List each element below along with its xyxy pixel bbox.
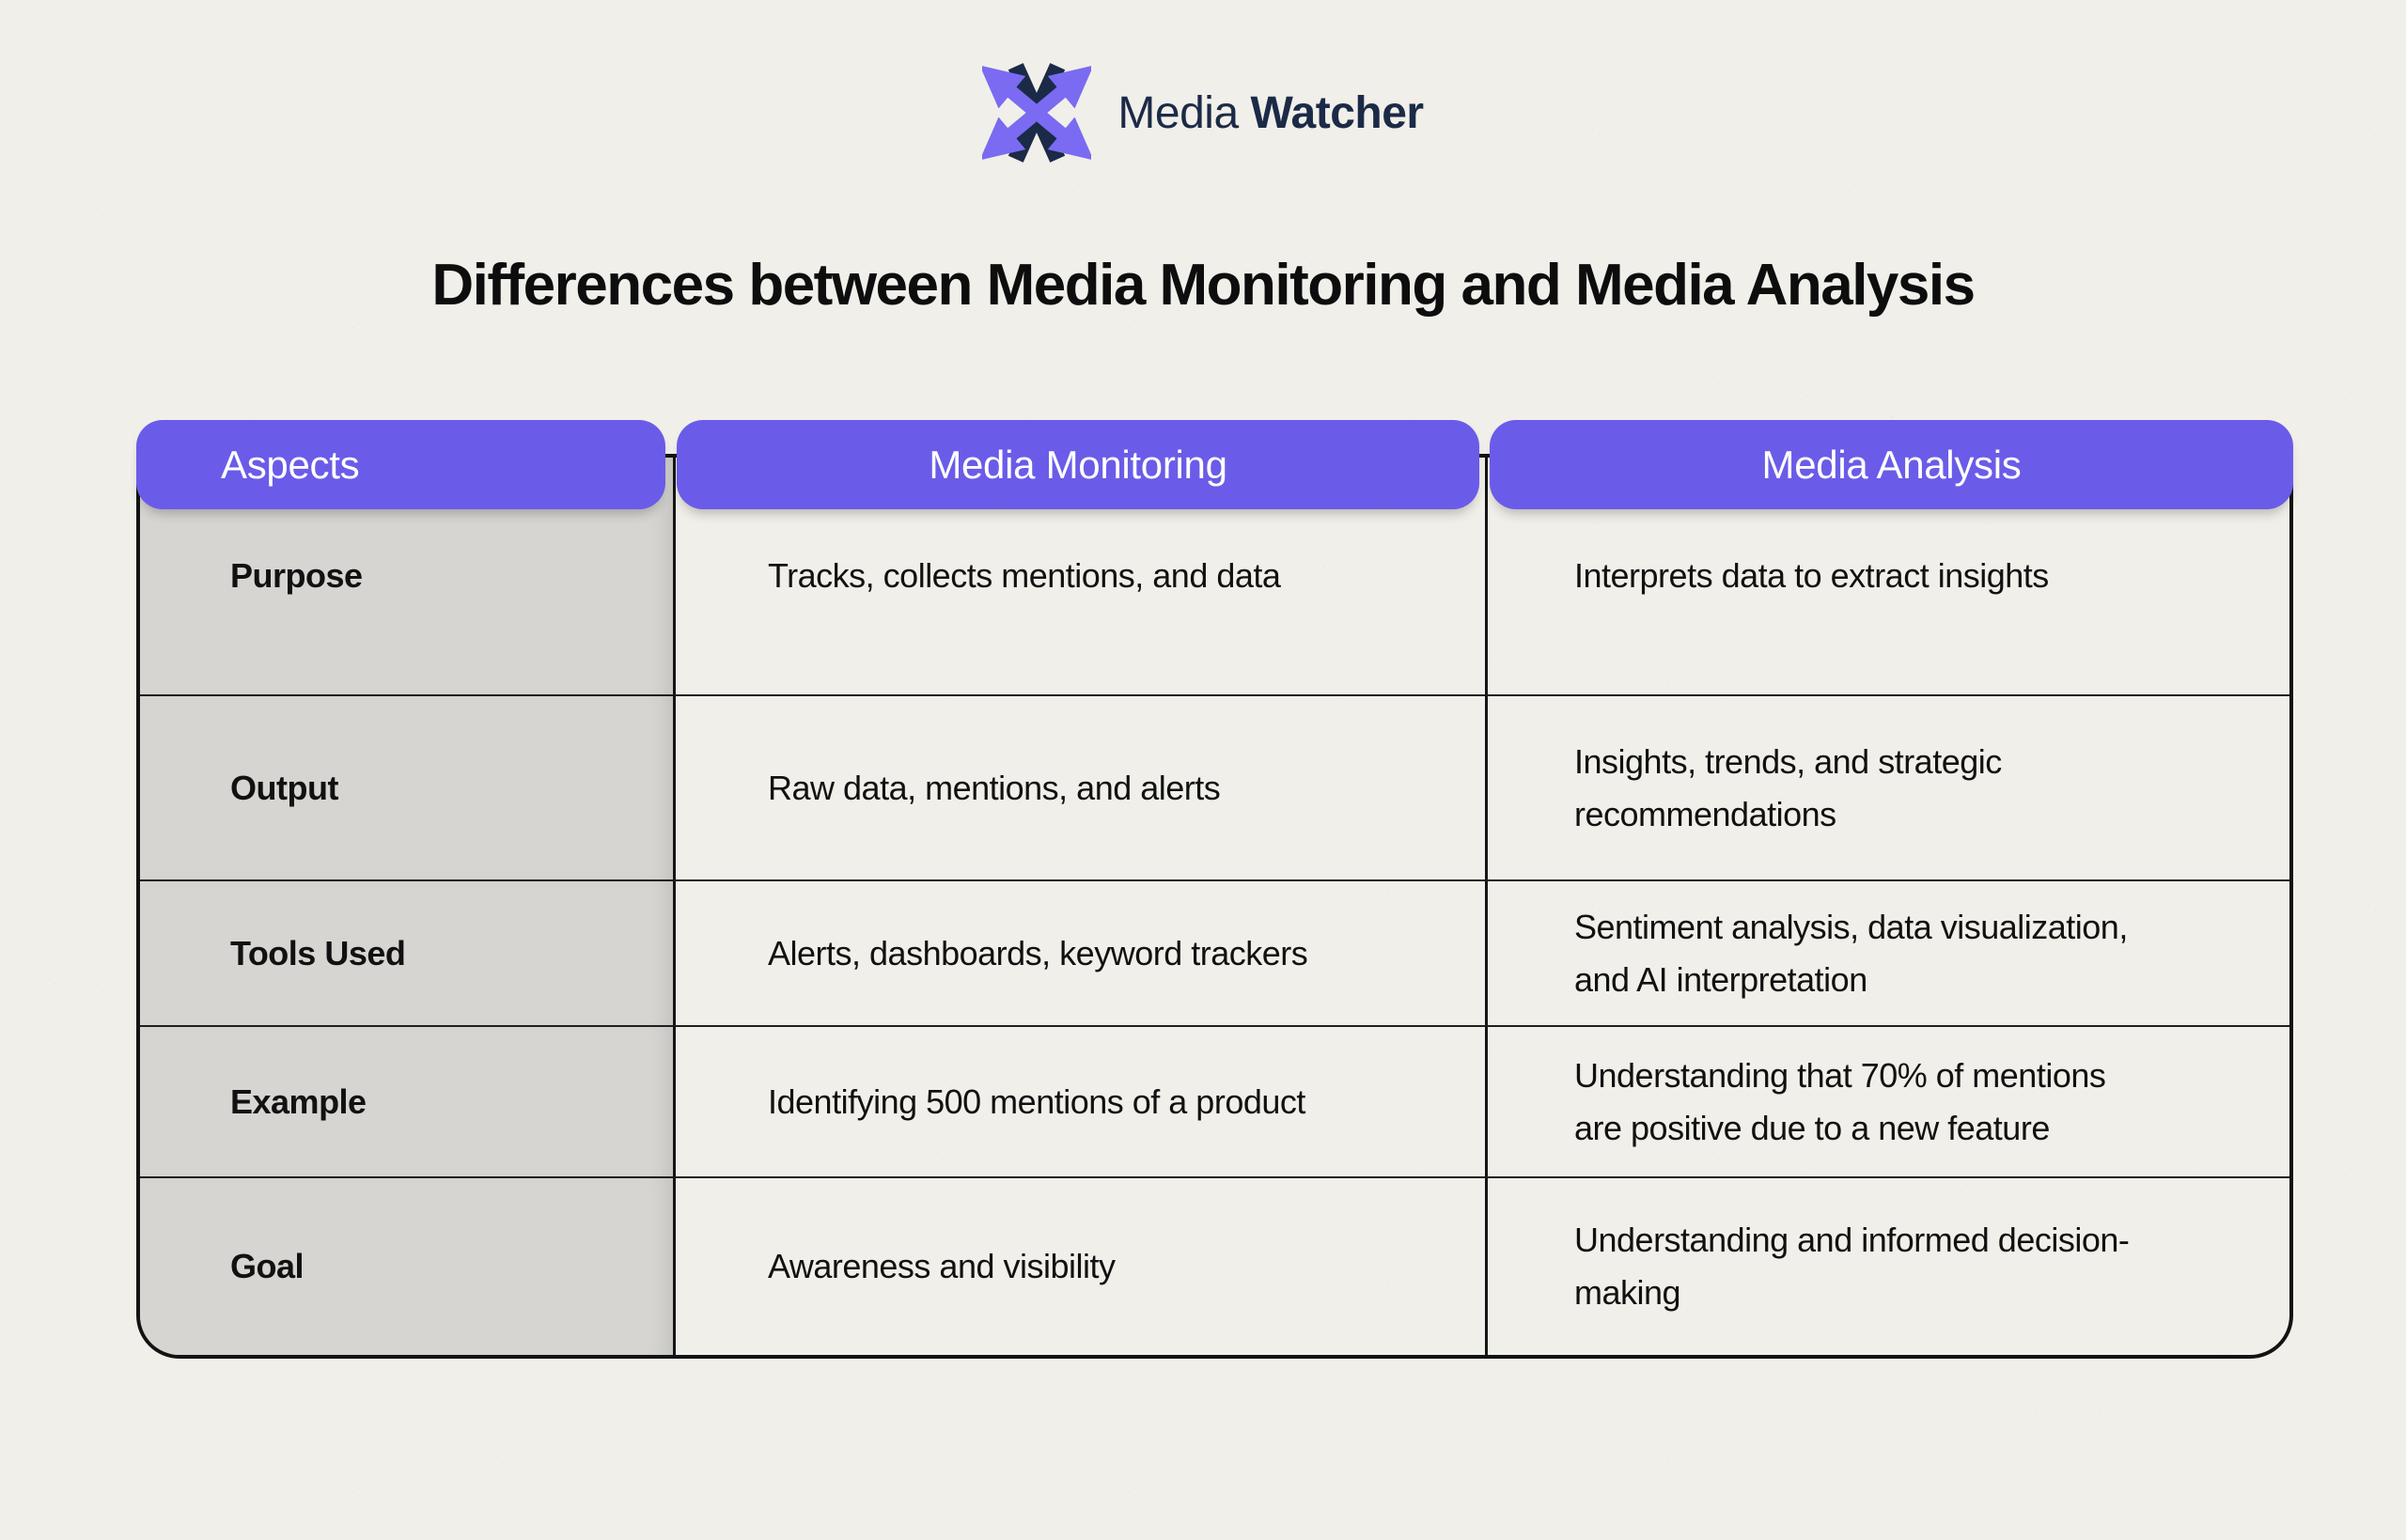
cell-goal-analysis: Understanding and informed decision-maki… [1485,1176,2289,1355]
aspect-label-goal: Goal [140,1176,673,1355]
cell-tools-analysis: Sentiment analysis, data visualization, … [1485,879,2289,1025]
column-header-aspects: Aspects [136,420,665,509]
cell-example-monitoring: Identifying 500 mentions of a product [673,1025,1485,1176]
cell-output-analysis: Insights, trends, and strategic recommen… [1485,694,2289,879]
page-title: Differences between Media Monitoring and… [431,253,1976,318]
cell-example-analysis: Understanding that 70% of mentions are p… [1485,1025,2289,1176]
column-header-media-analysis: Media Analysis [1490,420,2293,509]
aspect-label-example: Example [140,1025,673,1176]
brand-name-regular: Media [1117,87,1239,138]
cell-tools-monitoring: Alerts, dashboards, keyword trackers [673,879,1485,1025]
brand-logo: Media Watcher [0,58,2406,167]
table-body: Purpose Tracks, collects mentions, and d… [136,454,2293,1359]
brand-name: Media Watcher [1117,87,1424,139]
brand-name-bold: Watcher [1250,87,1424,138]
column-header-media-monitoring: Media Monitoring [677,420,1479,509]
cell-output-monitoring: Raw data, mentions, and alerts [673,694,1485,879]
cell-goal-monitoring: Awareness and visibility [673,1176,1485,1355]
aspect-label-tools-used: Tools Used [140,879,673,1025]
x-arrows-icon [982,63,1092,163]
aspect-label-output: Output [140,694,673,879]
comparison-table: Aspects Media Monitoring Media Analysis … [136,420,2293,1359]
